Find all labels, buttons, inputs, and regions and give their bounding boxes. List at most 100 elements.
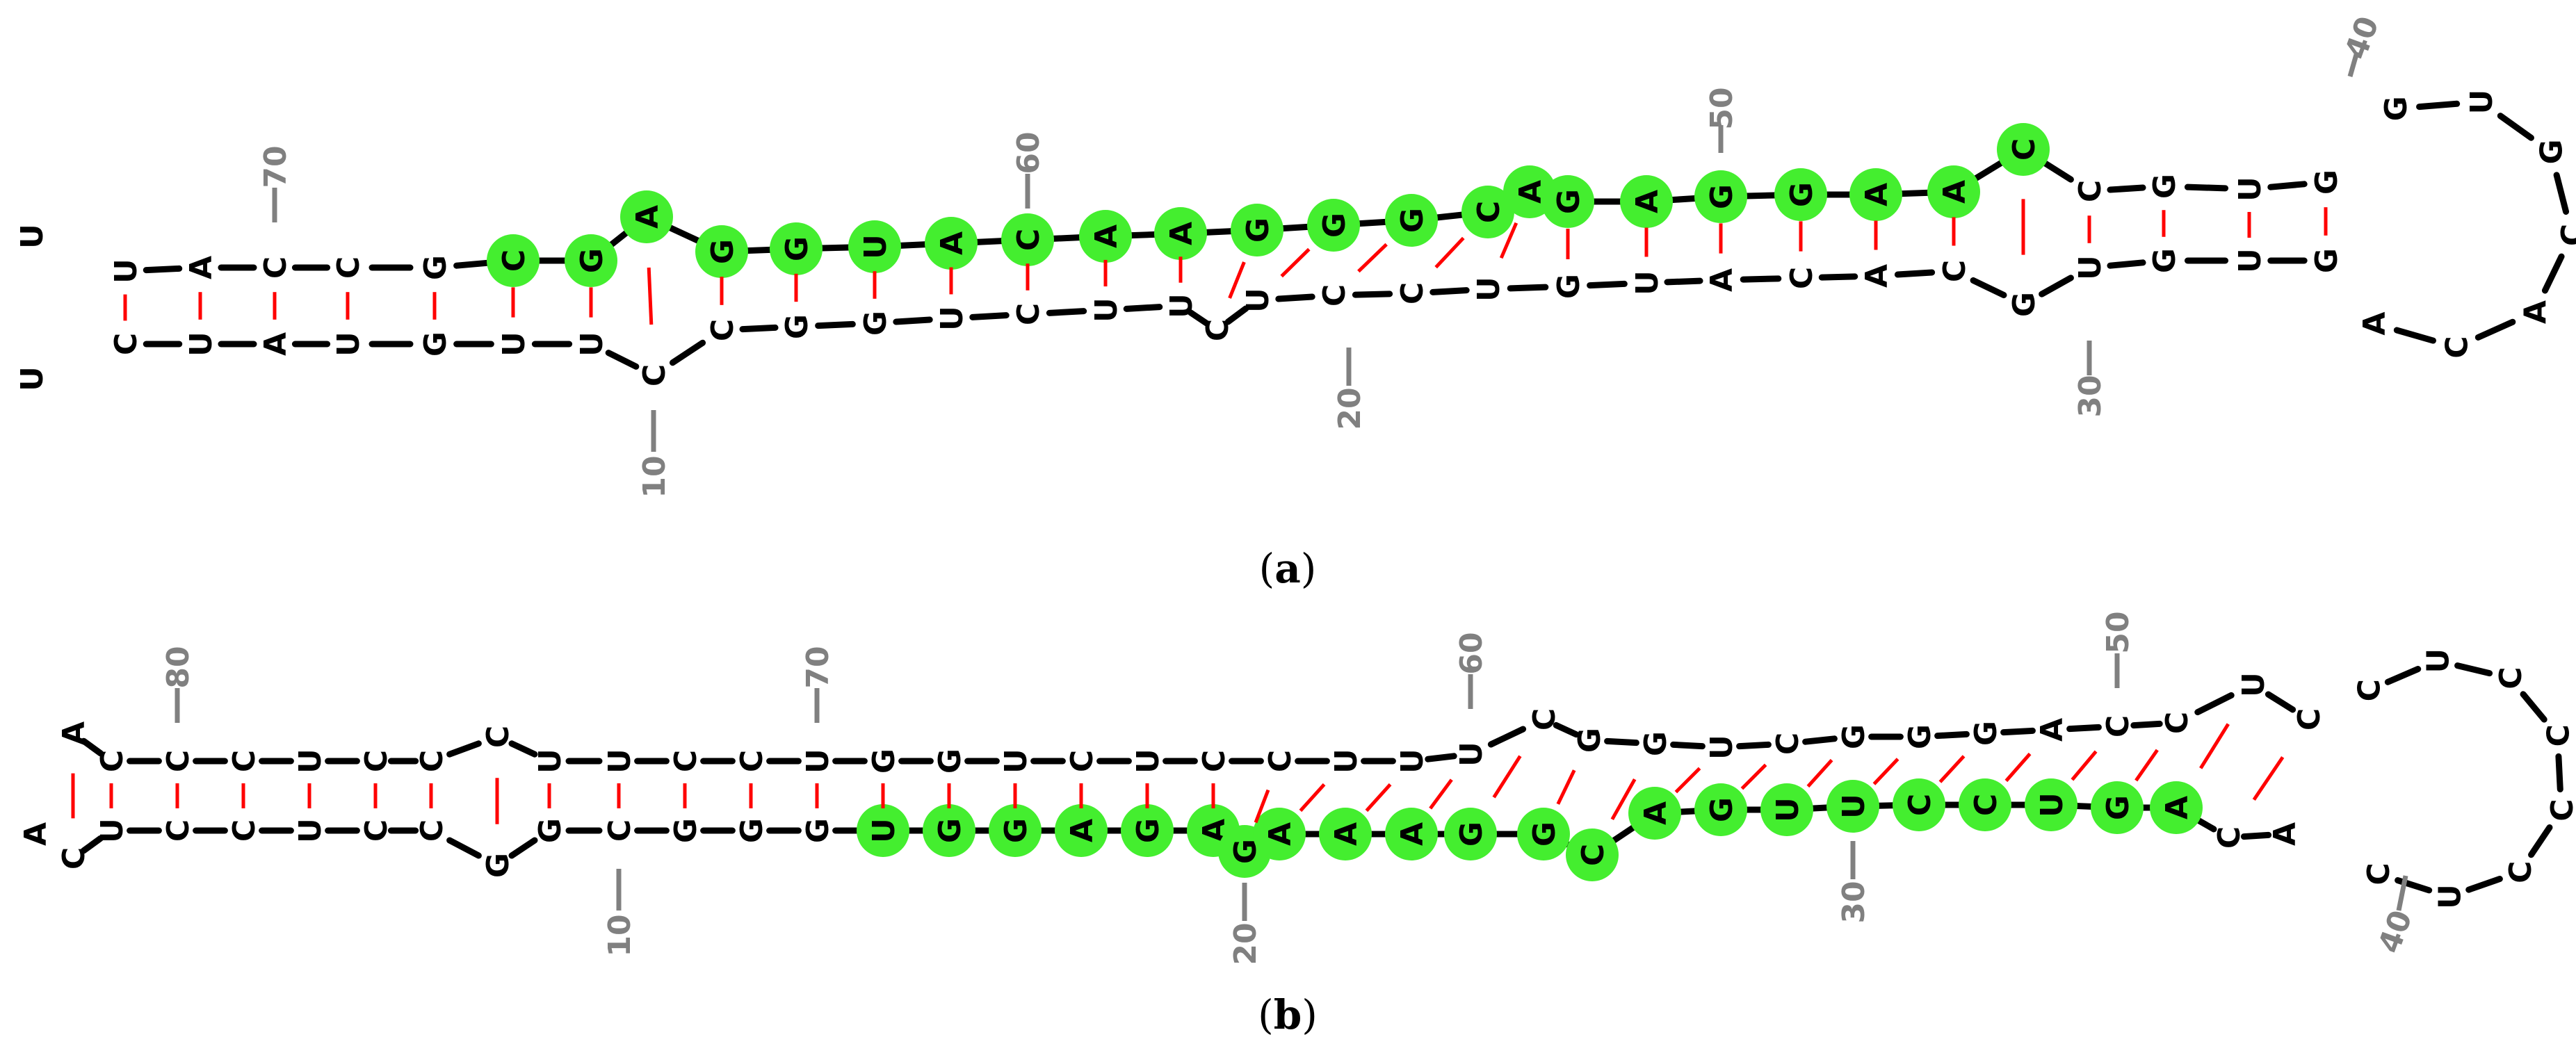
nucleotide-letter: C: [161, 750, 196, 772]
highlight-circle: [1461, 186, 1514, 238]
highlight-circle: [1997, 123, 2050, 176]
nucleotide-letter: C: [2440, 336, 2475, 358]
highlight-circle: [487, 234, 540, 287]
highlight-circle: [857, 804, 909, 857]
nucleotide-letter: C: [359, 750, 394, 772]
nucleotide-letter: C: [1902, 794, 1938, 816]
nucleotide-letter: A: [258, 332, 293, 356]
nucleotide-letter: C: [496, 250, 532, 272]
nucleotide-letter: C: [2073, 180, 2108, 202]
nucleotide-letter: G: [779, 236, 815, 261]
nucleotide-letter: A: [934, 231, 970, 255]
top-strand-backbone: [1199, 227, 1239, 236]
nucleotide-letter: A: [56, 721, 92, 745]
top-strand-backbone: [2000, 727, 2036, 736]
base-pair-line: [1299, 783, 1326, 813]
bottom-strand-backbone: [2240, 831, 2272, 840]
nucleotide-letter: G: [574, 248, 610, 273]
nucleotide-letter: C: [2545, 799, 2576, 821]
nucleotide-letter: U: [998, 749, 1034, 774]
bottom-strand-backbone: [1587, 280, 1628, 289]
bottom-strand-backbone: [1606, 822, 1641, 847]
position-number: 10: [602, 914, 638, 956]
nucleotide-letter: C: [331, 256, 366, 279]
nucleotide-letter: U: [2233, 177, 2268, 202]
base-pair-line: [2199, 723, 2230, 769]
top-strand-backbone: [1740, 192, 1782, 199]
highlight-circle: [1517, 808, 1570, 860]
nucleotide-letter: G: [533, 818, 568, 843]
nucleotide-letter: G: [932, 749, 968, 774]
loop-backbone: [2454, 662, 2493, 677]
nucleotide-letter: A: [2357, 311, 2392, 335]
nucleotide-letter: C: [2292, 708, 2327, 730]
bottom-strand-backbone: [1188, 309, 1210, 327]
bottom-strand-backbone: [969, 312, 1010, 320]
highlight-circle: [848, 220, 901, 273]
nucleotide-letter: U: [95, 818, 130, 843]
nucleotide-letter: A: [2518, 300, 2553, 324]
base-pair-line: [1357, 243, 1388, 273]
nucleotide-letter: C: [2361, 863, 2397, 885]
bottom-strand-backbone: [80, 835, 104, 854]
highlight-circle: [2025, 778, 2077, 831]
nucleotide-letter: A: [1395, 822, 1430, 846]
top-strand-backbone: [2130, 720, 2163, 729]
nucleotide-letter: C: [56, 847, 92, 870]
nucleotide-letter: G: [734, 818, 770, 843]
highlight-circle: [1001, 213, 1054, 266]
nucleotide-letter: U: [331, 332, 366, 357]
position-number: 40: [2338, 12, 2386, 64]
nucleotide-letter: G: [2100, 795, 2136, 820]
nucleotide-letter: C: [1471, 201, 1507, 223]
nucleotide-letter: G: [2309, 248, 2344, 273]
highlight-circle: [1541, 175, 1594, 228]
nucleotide-letter: A: [1937, 180, 1972, 204]
nucleotide-letter: U: [2420, 648, 2456, 674]
highlight-circle: [1694, 170, 1747, 223]
base-pair-line: [1365, 783, 1392, 813]
top-strand-backbone: [2066, 724, 2102, 733]
highlight-circle: [1566, 828, 1619, 881]
loop-backbone: [2553, 172, 2570, 215]
nucleotide-letter: U: [2432, 884, 2468, 909]
top-strand-backbone: [1894, 189, 1936, 197]
highlight-circle: [1307, 199, 1360, 252]
nucleotide-letter: C: [161, 819, 196, 842]
nucleotide-letter: C: [227, 819, 262, 842]
nucleotide-letter: C: [359, 819, 394, 842]
nucleotide-letter: U: [15, 224, 50, 249]
top-strand-backbone: [969, 237, 1010, 246]
nucleotide-letter: U: [1240, 288, 1276, 313]
nucleotide-letter: C: [480, 726, 516, 748]
nucleotide-letter: G: [480, 853, 516, 878]
panel-a-caption: (a): [1259, 545, 1317, 592]
position-number: 60: [1454, 632, 1489, 674]
nucleotide-letter: G: [858, 311, 893, 336]
nucleotide-letter: C: [1527, 708, 1562, 730]
top-strand-backbone: [1429, 211, 1470, 222]
base-pair-line: [1610, 778, 1637, 821]
nucleotide-letter: U: [2233, 248, 2268, 273]
nucleotide-letter: C: [2352, 679, 2388, 701]
nucleotide-letter: C: [1064, 750, 1100, 772]
top-strand-backbone: [664, 223, 704, 245]
loop-backbone: [2393, 327, 2437, 344]
base-pair-line: [1492, 755, 1522, 799]
bottom-strand-backbone: [605, 350, 640, 370]
nucleotide-letter: C: [1011, 229, 1046, 251]
nucleotide-letter: G: [932, 818, 968, 843]
nucleotide-letter: C: [1317, 284, 1352, 307]
bottom-strand-backbone: [1894, 269, 1936, 278]
position-number: 60: [1011, 131, 1046, 174]
nucleotide-letter: C: [1937, 260, 1972, 282]
nucleotide-letter: C: [637, 364, 672, 386]
nucleotide-letter: C: [227, 750, 262, 772]
nucleotide-letter: C: [414, 819, 450, 842]
position-number: 70: [800, 646, 836, 688]
position-tick: [2396, 875, 2408, 911]
nucleotide-letter: C: [734, 750, 770, 772]
highlight-circle: [1760, 783, 1813, 836]
nucleotide-letter: U: [293, 818, 328, 843]
highlight-circle: [1385, 194, 1438, 247]
